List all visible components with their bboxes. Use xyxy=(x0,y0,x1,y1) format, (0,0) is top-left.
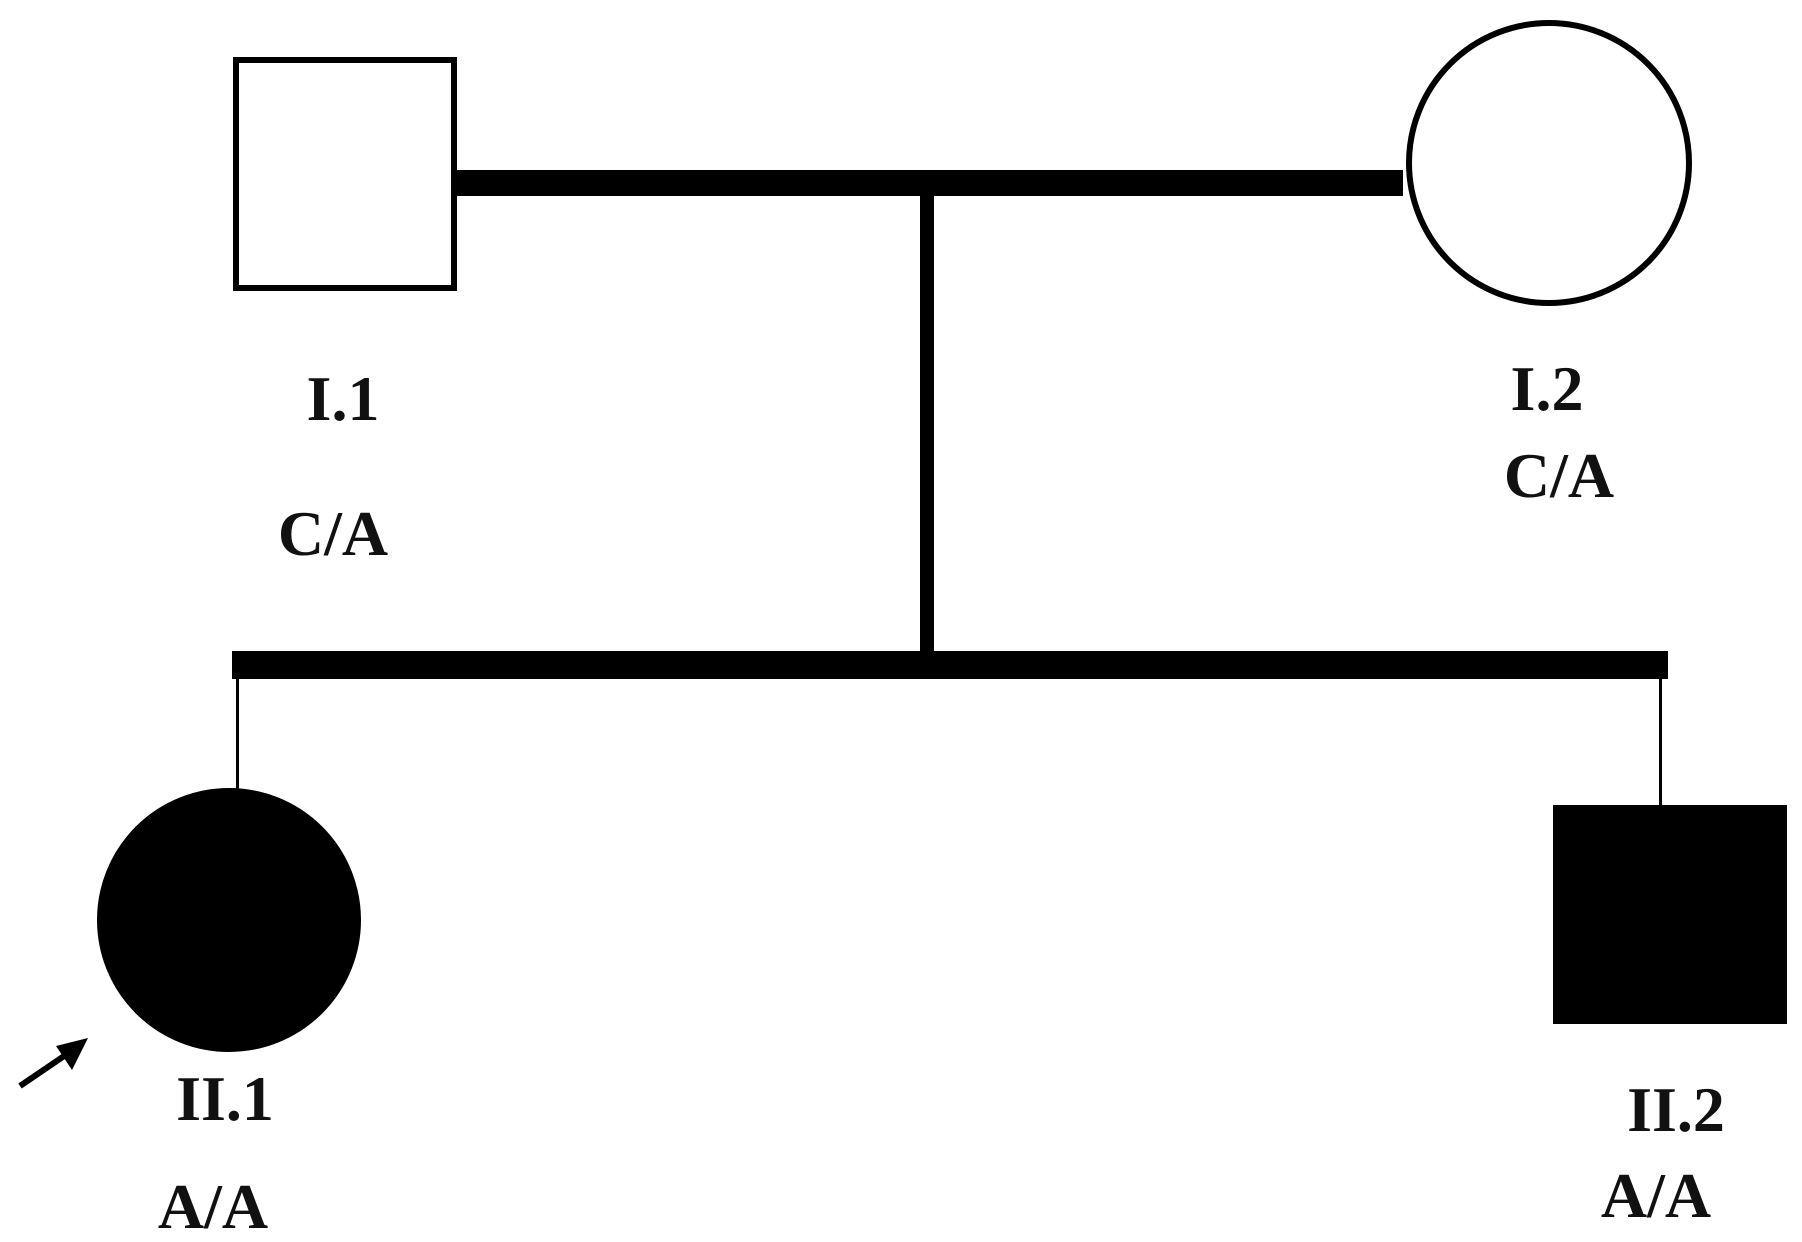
label-I2-genotype: C/A xyxy=(1504,440,1614,511)
sibship-line xyxy=(232,651,1668,679)
label-II2-genotype: A/A xyxy=(1601,1160,1711,1231)
proband-arrow-icon xyxy=(18,1038,88,1089)
label-II1-genotype: A/A xyxy=(158,1171,268,1242)
child-line-II2 xyxy=(1659,679,1662,807)
label-I1-genotype: C/A xyxy=(278,498,388,569)
individual-I2-female-circle xyxy=(1406,20,1692,306)
individual-II2-affected-male-square xyxy=(1553,805,1787,1024)
label-II2-id: II.2 xyxy=(1627,1074,1725,1145)
child-line-II1 xyxy=(236,679,239,796)
individual-I1-male-square xyxy=(233,57,457,291)
label-II1-id: II.1 xyxy=(176,1063,274,1134)
individual-II1-affected-female-circle xyxy=(97,788,361,1052)
descent-line xyxy=(920,190,934,655)
label-I1-id: I.1 xyxy=(307,363,380,434)
label-I2-id: I.2 xyxy=(1511,353,1584,424)
